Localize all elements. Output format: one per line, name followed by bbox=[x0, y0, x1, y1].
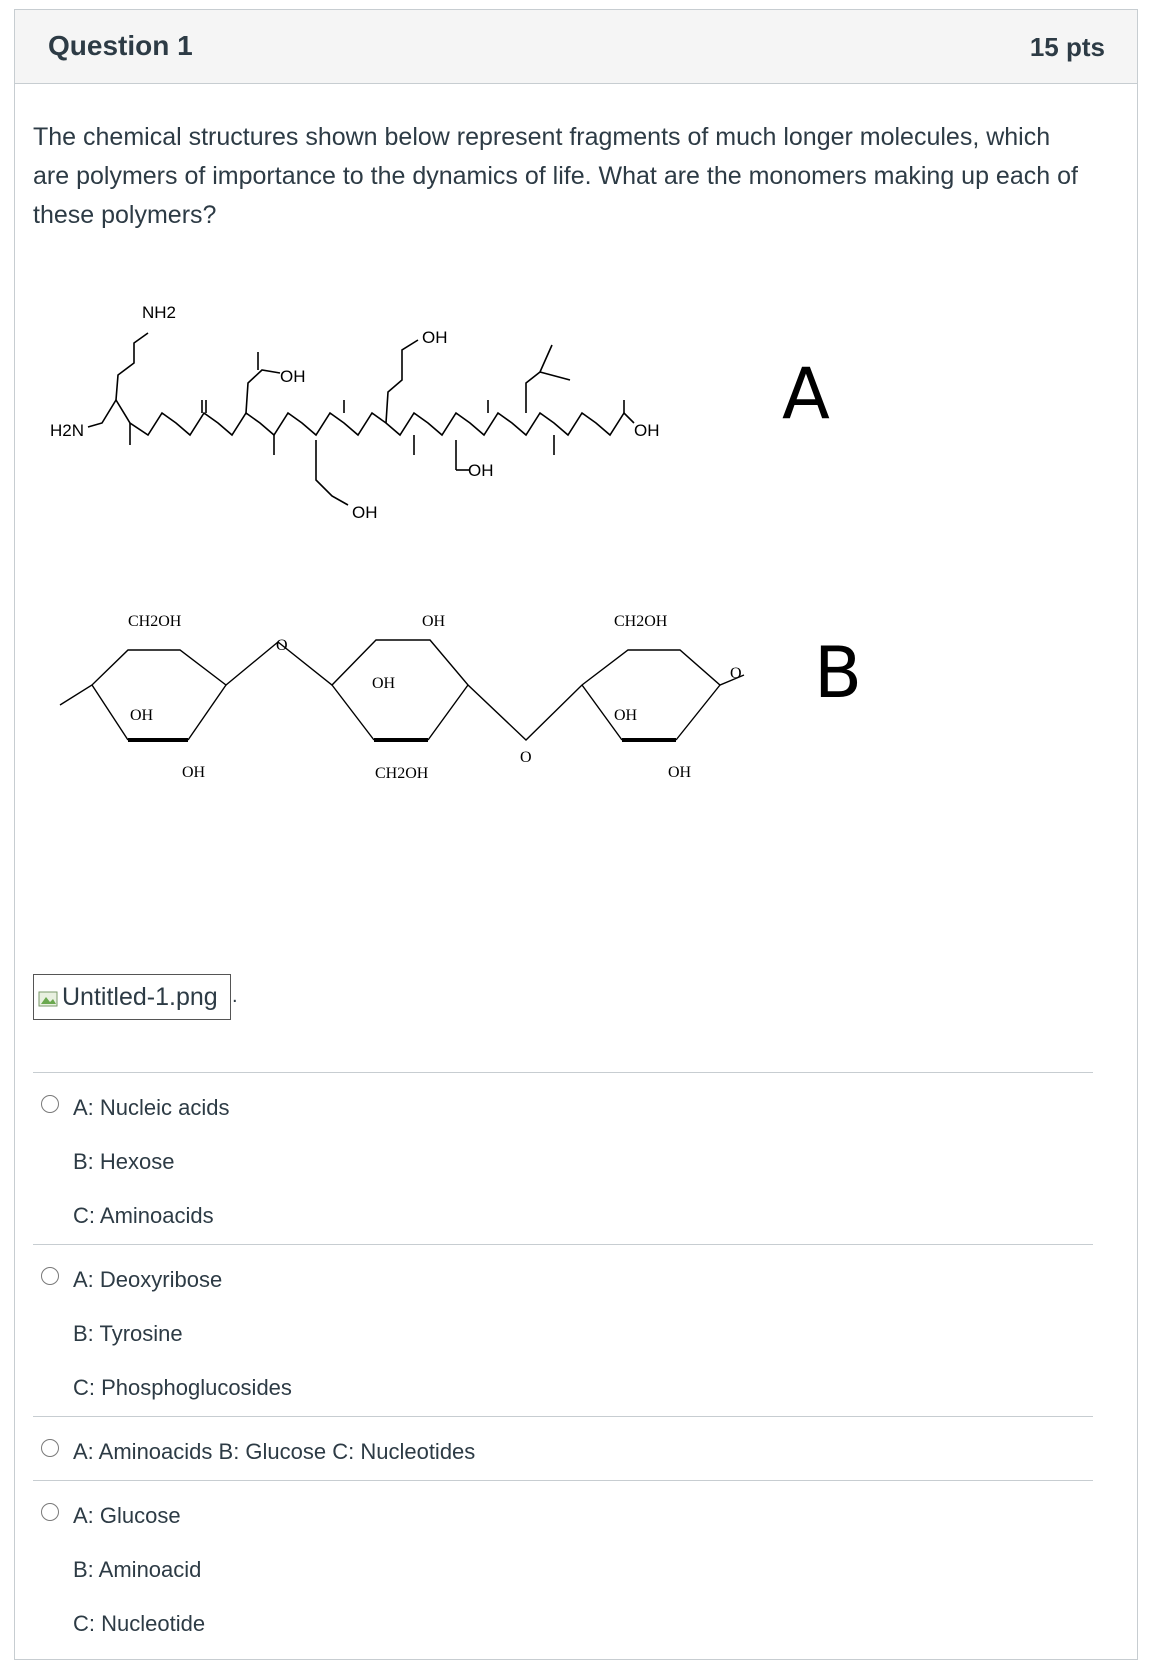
answer-line: C: Phosphoglucosides bbox=[73, 1375, 292, 1400]
polysaccharide-structure bbox=[59, 639, 745, 742]
sugar-oh-6: OH bbox=[668, 764, 692, 781]
broken-image-icon bbox=[38, 987, 60, 1007]
sugar-o-3: O bbox=[730, 665, 742, 682]
broken-image-alt: Untitled-1.png bbox=[62, 982, 218, 1011]
answer-option-1[interactable]: A: Nucleic acids B: Hexose C: Aminoacids bbox=[33, 1072, 1093, 1244]
sugar-o-2: O bbox=[520, 749, 532, 766]
radio-button[interactable] bbox=[41, 1095, 59, 1113]
peptide-oh-label-5: OH bbox=[634, 421, 660, 440]
answer-line: C: Nucleotide bbox=[73, 1611, 206, 1636]
answer-list: A: Nucleic acids B: Hexose C: Aminoacids… bbox=[33, 1072, 1093, 1652]
peptide-structure bbox=[87, 332, 635, 506]
trailing-dot: . bbox=[232, 985, 238, 1007]
sugar-o-1: O bbox=[276, 637, 288, 654]
answer-line: B: Tyrosine bbox=[73, 1321, 183, 1346]
answer-line: A: Deoxyribose bbox=[73, 1267, 223, 1292]
sugar-ch2oh-2: CH2OH bbox=[375, 765, 429, 782]
peptide-nh2-label: NH2 bbox=[142, 303, 176, 322]
peptide-oh-label-2: OH bbox=[422, 328, 448, 347]
question-card: Question 1 15 pts bbox=[14, 9, 1138, 1660]
chemical-structures-figure: NH2 H2N OH OH OH OH OH A CH2OH CH2OH CH2… bbox=[30, 300, 1090, 963]
peptide-atom-labels: NH2 H2N OH OH OH OH OH bbox=[50, 303, 660, 522]
question-title: Question 1 bbox=[48, 30, 193, 61]
answer-line: B: Hexose bbox=[73, 1149, 175, 1174]
label-a: A bbox=[782, 353, 830, 435]
radio-button[interactable] bbox=[41, 1503, 59, 1521]
answer-option-4[interactable]: A: Glucose B: Aminoacid C: Nucleotide bbox=[33, 1480, 1093, 1652]
peptide-oh-label-3: OH bbox=[468, 461, 494, 480]
radio-button[interactable] bbox=[41, 1267, 59, 1285]
answer-option-2[interactable]: A: Deoxyribose B: Tyrosine C: Phosphoglu… bbox=[33, 1244, 1093, 1416]
sugar-ch2oh-1: CH2OH bbox=[128, 613, 182, 630]
sugar-oh-5: OH bbox=[614, 707, 638, 724]
question-text: The chemical structures shown below repr… bbox=[33, 123, 1078, 229]
broken-image: Untitled-1.png bbox=[33, 974, 231, 1020]
radio-button[interactable] bbox=[41, 1439, 59, 1457]
peptide-oh-label-4: OH bbox=[352, 503, 378, 522]
sugar-ch2oh-3: CH2OH bbox=[614, 613, 668, 630]
peptide-oh-label-1: OH bbox=[280, 367, 306, 386]
sugar-oh-4: OH bbox=[372, 675, 396, 692]
sugar-oh-1: OH bbox=[130, 707, 154, 724]
peptide-h2n-label: H2N bbox=[50, 421, 84, 440]
sugar-oh-3: OH bbox=[422, 613, 446, 630]
answer-option-3[interactable]: A: Aminoacids B: Glucose C: Nucleotides bbox=[33, 1416, 1093, 1480]
answer-line: A: Nucleic acids bbox=[73, 1095, 230, 1120]
answer-line: A: Aminoacids B: Glucose C: Nucleotides bbox=[73, 1439, 476, 1464]
answer-line: C: Aminoacids bbox=[73, 1203, 214, 1228]
question-points: 15 pts bbox=[1029, 32, 1105, 62]
polysaccharide-atom-labels: CH2OH CH2OH CH2OH OH OH OH OH OH OH O O … bbox=[128, 613, 742, 782]
sugar-oh-2: OH bbox=[182, 764, 206, 781]
chemical-structures-svg: NH2 H2N OH OH OH OH OH A CH2OH CH2OH CH2… bbox=[50, 303, 862, 963]
answer-line: B: Aminoacid bbox=[73, 1557, 202, 1582]
label-b: B bbox=[814, 632, 862, 714]
question-header: Question 1 15 pts bbox=[15, 10, 1137, 84]
answer-line: A: Glucose bbox=[73, 1503, 181, 1528]
